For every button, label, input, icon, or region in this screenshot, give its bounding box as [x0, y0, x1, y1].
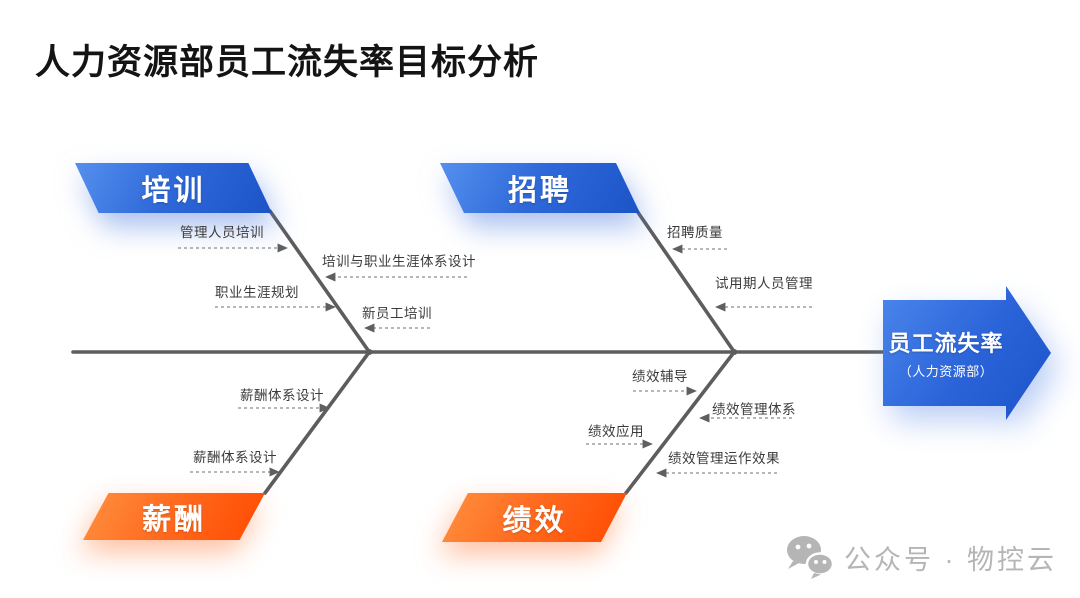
cause-label: 绩效管理运作效果 [668, 451, 780, 466]
watermark: 公众号 · 物控云 [782, 533, 1057, 581]
cause-label: 薪酬体系设计 [193, 450, 277, 465]
category-banner-training: 培训 [75, 163, 272, 213]
bone-lines [71, 209, 887, 495]
cause-label: 薪酬体系设计 [240, 388, 324, 403]
effect-arrow-shape: 员工流失率 （人力资源部） [883, 286, 1051, 420]
cause-label: 招聘质量 [667, 225, 723, 240]
cause-label: 职业生涯规划 [215, 285, 299, 300]
cause-label: 培训与职业生涯体系设计 [322, 254, 476, 269]
banner-shape: 招聘 [440, 163, 640, 213]
banner-shape: 绩效 [442, 493, 627, 542]
category-label: 招聘 [507, 175, 572, 207]
bone-recruiting [635, 209, 737, 355]
cause-label: 新员工培训 [362, 306, 432, 321]
category-label: 薪酬 [141, 503, 206, 536]
cause-label: 管理人员培训 [180, 225, 264, 240]
category-label: 绩效 [502, 504, 567, 537]
bone-training [268, 209, 372, 355]
category-banner-recruiting: 招聘 [440, 163, 640, 213]
effect-subtitle: （人力资源部） [898, 364, 994, 379]
cause-label: 绩效管理体系 [712, 402, 796, 417]
banner-shape: 培训 [75, 163, 272, 213]
banner-shape: 薪酬 [83, 493, 265, 540]
cause-arrows [178, 243, 812, 478]
bone-compensation [263, 349, 372, 495]
effect-arrow: 员工流失率 （人力资源部） [883, 286, 1051, 420]
bone-performance [624, 349, 737, 495]
cause-label: 绩效应用 [588, 424, 644, 439]
category-banner-compensation: 薪酬 [83, 493, 265, 540]
effect-title: 员工流失率 [888, 331, 1004, 356]
page-title: 人力资源部员工流失率目标分析 [35, 43, 540, 82]
category-label: 培训 [141, 175, 206, 207]
wechat-icon [787, 536, 835, 579]
cause-label: 绩效辅导 [632, 369, 688, 384]
watermark-text: 公众号 · 物控云 [844, 544, 1057, 575]
cause-label: 试用期人员管理 [715, 276, 813, 291]
category-banner-performance: 绩效 [442, 493, 627, 542]
